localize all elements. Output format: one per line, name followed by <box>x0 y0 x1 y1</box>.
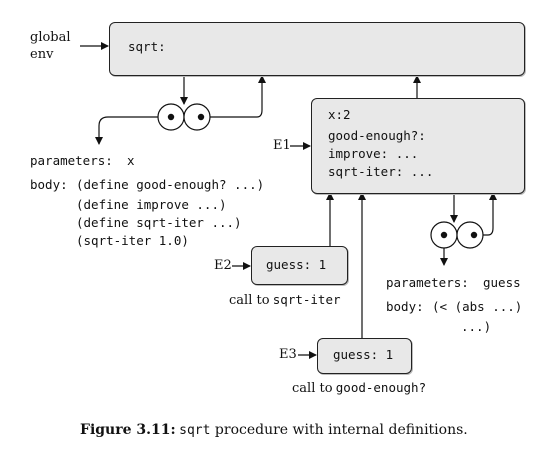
e3-frame <box>317 338 412 374</box>
sqrt-body-line-1: (define good-enough? ...) <box>76 177 265 192</box>
figure-caption-code: sqrt <box>179 423 211 438</box>
good-enough-procedure-object <box>430 221 484 249</box>
good-enough-body-line-2: ...) <box>461 319 492 334</box>
e2-caption-code: sqrt-iter <box>272 292 341 307</box>
good-enough-parameters-value: guess <box>483 275 521 290</box>
figure-caption-label: Figure 3.11: <box>80 422 176 438</box>
e3-caption-prefix: call to <box>292 381 333 396</box>
e3-label: E3 <box>279 347 297 362</box>
e3-caption-code: good-enough? <box>335 380 427 395</box>
sqrt-procedure-object <box>157 103 211 131</box>
e1-binding-x: x:2 <box>328 107 351 122</box>
global-env-label-line2: env <box>30 47 54 62</box>
e3-binding-guess: guess: 1 <box>333 347 394 362</box>
e2-label: E2 <box>214 258 232 273</box>
figure-caption: Figure 3.11: sqrt procedure with interna… <box>80 423 468 438</box>
e1-frame <box>311 98 525 194</box>
sqrt-parameters-value: x <box>127 153 135 168</box>
global-environment-frame <box>109 22 525 76</box>
e2-binding-guess: guess: 1 <box>266 257 327 272</box>
e1-label: E1 <box>273 138 291 153</box>
good-enough-proc-env-arrow <box>470 192 497 236</box>
sqrt-body-line-4: (sqrt-iter 1.0) <box>76 233 189 248</box>
sqrt-proc-env-arrow <box>201 75 266 118</box>
e1-binding-sqrt-iter: sqrt-iter: ... <box>328 164 434 179</box>
good-enough-body-label: body: <box>386 299 424 314</box>
sqrt-body-line-2: (define improve ...) <box>76 197 227 212</box>
e2-frame <box>251 246 348 285</box>
sqrt-parameters-label: parameters: <box>30 153 113 168</box>
e1-binding-good-enough: good-enough?: <box>328 128 426 143</box>
e2-caption: call to sqrt-iter <box>229 293 341 307</box>
sqrt-proc-code-arrow <box>95 116 171 145</box>
sqrt-body-label: body: <box>30 177 68 192</box>
global-env-label-line1: global <box>30 30 71 45</box>
sqrt-body-line-3: (define sqrt-iter ...) <box>76 215 242 230</box>
good-enough-body-line-1: (< (abs ...) <box>432 299 523 314</box>
figure-caption-text: procedure with internal definitions. <box>210 422 468 438</box>
global-sqrt-binding: sqrt: <box>128 39 166 54</box>
good-enough-parameters-label: parameters: <box>386 275 469 290</box>
e1-binding-improve: improve: ... <box>328 146 419 161</box>
e2-caption-prefix: call to <box>229 293 270 308</box>
e3-caption: call to good-enough? <box>292 381 426 395</box>
